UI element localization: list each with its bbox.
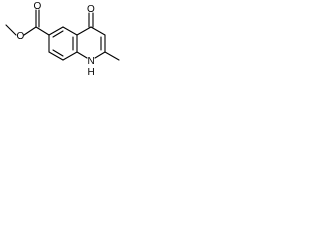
ketone-oxygen-label: O (87, 4, 95, 15)
bond-benzo-2 (62, 26, 78, 36)
nitrogen-hydrogen-label: H (88, 67, 95, 78)
bond-methyl-oxygen (5, 24, 17, 36)
bond-c2-n (94, 51, 106, 59)
benzo-ring (48, 26, 78, 61)
bond-benzo-1 (48, 26, 64, 36)
ester-carbonyl-oxygen-label: O (34, 1, 42, 12)
bond-benzo-double-a (52, 30, 64, 38)
bond-benzo-5 (48, 51, 64, 61)
ester-ether-oxygen-label: O (17, 31, 25, 42)
bond-benzo-double-c (52, 49, 64, 57)
bond-n-c8a (76, 51, 88, 59)
bond-ester-to-ring (35, 26, 50, 36)
bond-c4-c3 (90, 26, 106, 36)
bond-oxygen-carbonyl-carbon (23, 26, 37, 36)
pyridinone-ring (76, 12, 120, 61)
ring-nitrogen-label: N (88, 56, 95, 67)
chemical-structure: O O O N H (5, 1, 120, 78)
bond-c4-to-c4a (76, 26, 92, 36)
methyl-ester-group (5, 9, 50, 36)
bond-benzo-4 (62, 51, 78, 61)
bond-c2-methyl (104, 51, 120, 61)
